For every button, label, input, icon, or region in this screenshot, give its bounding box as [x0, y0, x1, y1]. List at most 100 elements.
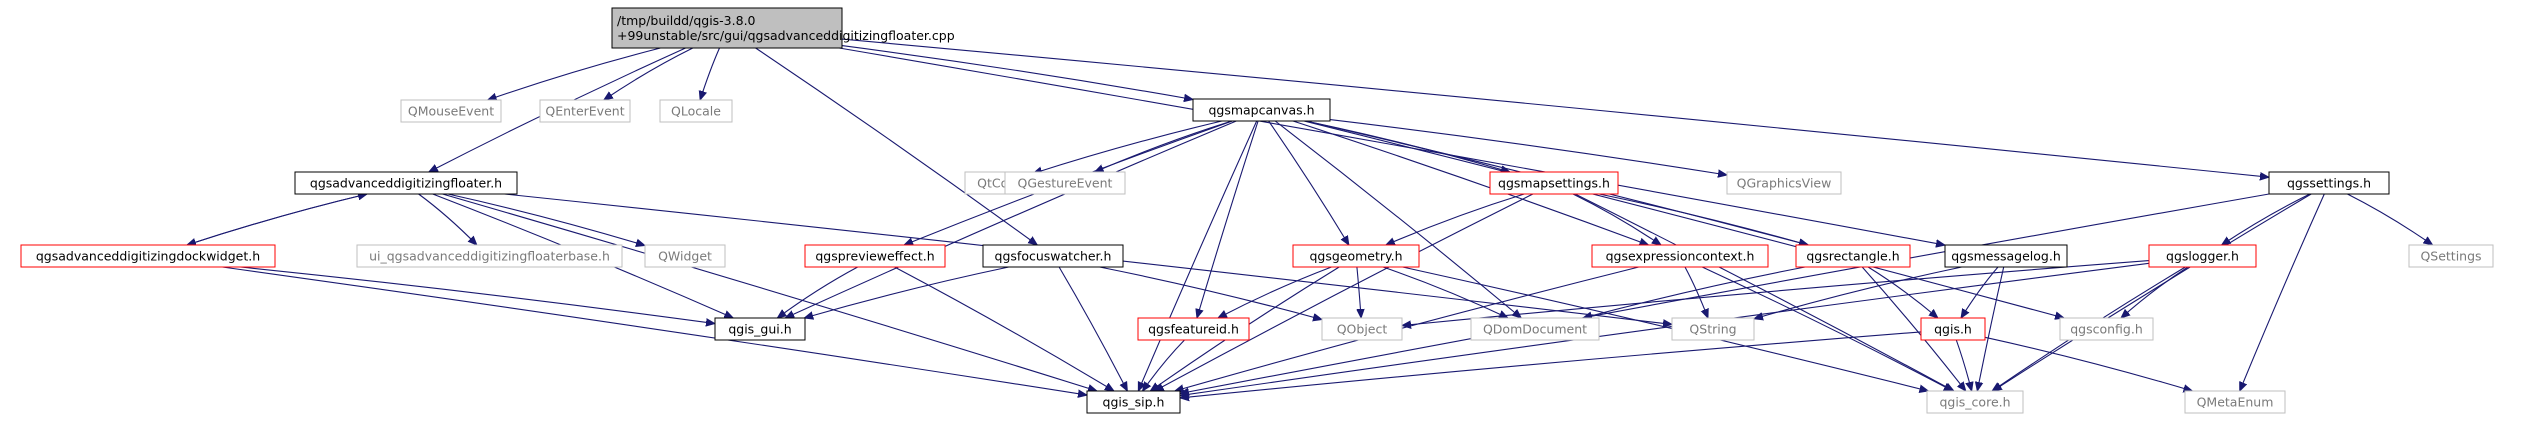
node-qmetaenum[interactable]: QMetaEnum: [2184, 390, 2286, 414]
node-qdomdocument[interactable]: QDomDocument: [1470, 317, 1600, 341]
node-uifloaterbase-label: ui_qgsadvanceddigitizingfloaterbase.h: [369, 249, 610, 264]
node-qgsfeatureid-box: [1137, 317, 1250, 341]
node-qstring[interactable]: QString: [1671, 317, 1755, 341]
edge-qgssettings-to-qgslogger: [2222, 193, 2311, 245]
node-qgsmapcanvas[interactable]: qgsmapcanvas.h: [1192, 98, 1331, 122]
edge-qgsmapcanvas-to-qgissip: [1137, 120, 1258, 391]
edge-qgsfocuswatcher-to-qgissip: [1058, 266, 1127, 391]
node-qgsadvdock[interactable]: qgsadvanceddigitizingdockwidget.h: [20, 244, 276, 268]
node-qgisgui-label: qgis_gui.h: [728, 322, 791, 337]
edge-qgsmapsettings-to-qgsgeometry: [1386, 193, 1525, 246]
edge-qgsmessagelog-to-qgish: [1961, 266, 1999, 318]
edge-qgsmapcanvas-to-qgsfeatureid: [1197, 120, 1259, 318]
node-qgsmapsettings-label: qgsmapsettings.h: [1498, 176, 1610, 191]
node-qgsfocuswatcher[interactable]: qgsfocuswatcher.h: [982, 244, 1124, 268]
node-qgissip[interactable]: qgis_sip.h: [1086, 390, 1181, 414]
node-qgspreview[interactable]: qgspreviewеffect.h: [804, 244, 946, 268]
node-qmouseevent-label: QMouseEvent: [408, 104, 494, 119]
node-qenterevent-box: [539, 99, 631, 123]
node-qgsconfig[interactable]: qgsconfig.h: [2059, 317, 2154, 341]
node-qgsfocuswatcher-label: qgsfocuswatcher.h: [995, 249, 1112, 264]
node-qgish[interactable]: qgis.h: [1920, 317, 1986, 341]
node-qobject-box: [1321, 317, 1403, 341]
edge-qgsexpressioncontext-to-qstring: [1684, 266, 1708, 318]
node-qgisgui[interactable]: qgis_gui.h: [714, 317, 806, 341]
node-qgsfeatureid-label: qgsfeatureid.h: [1148, 322, 1239, 337]
edge-qgsrectangle-to-qgiscore: [1861, 266, 1966, 391]
node-qgssettings[interactable]: qgssettings.h: [2268, 171, 2390, 195]
edge-root-to-qgsmessagelog: [839, 47, 1945, 245]
node-qmetaenum-box: [2184, 390, 2286, 414]
node-qgssettings-box: [2268, 171, 2390, 195]
node-qgsadvdock-label: qgsadvanceddigitizingdockwidget.h: [36, 249, 260, 264]
node-qsettings-label: QSettings: [2420, 249, 2481, 264]
node-qsettings-box: [2408, 244, 2494, 268]
edge-qgsmapcanvas-to-qgsconfig: [1303, 120, 2064, 318]
edge-qgspreview-to-qgissip: [894, 266, 1115, 391]
node-root-label: /tmp/buildd/qgis-3.8.0: [617, 13, 756, 28]
node-qobject-label: QObject: [1337, 322, 1388, 337]
node-qwidget-box: [644, 244, 726, 268]
edge-qgsfeatureid-to-qgissip: [1143, 339, 1185, 391]
edge-qgsfocuswatcher-to-qobject: [1099, 266, 1322, 320]
node-qgsrectangle[interactable]: qgsrectangle.h: [1795, 244, 1911, 268]
edge-qgssettings-to-qgissip: [1180, 193, 2270, 394]
node-qwidget[interactable]: QWidget: [644, 244, 726, 268]
node-qgraphicsview[interactable]: QGraphicsView: [1726, 171, 1842, 195]
node-qgsadvfloater[interactable]: qgsadvanceddigitizingfloater.h: [294, 171, 518, 195]
edge-qgsmapcanvas-to-qgisgui: [785, 120, 1237, 319]
edge-qgish-to-qgiscore: [1955, 339, 1971, 391]
node-qmouseevent-box: [400, 99, 502, 123]
node-qgsmessagelog-label: qgsmessagelog.h: [1951, 249, 2061, 264]
node-qgestureevent-box: [1004, 171, 1126, 195]
edge-qgsgeometry-to-qdomdocument: [1382, 266, 1508, 319]
node-qdomdocument-label: QDomDocument: [1483, 322, 1587, 337]
edge-qgssettings-to-qsettings: [2347, 193, 2432, 245]
edge-root-to-qgsfocuswatcher: [755, 47, 1038, 245]
node-root-box: [611, 7, 843, 49]
edge-qgsmapcanvas-to-qtcore: [1033, 120, 1223, 174]
node-qgsconfig-label: qgsconfig.h: [2070, 322, 2143, 337]
node-uifloaterbase[interactable]: ui_qgsadvanceddigitizingfloaterbase.h: [356, 244, 623, 268]
node-qgiscore-label: qgis_core.h: [1939, 395, 2010, 410]
edge-qgslogger-to-qobject: [1402, 260, 2150, 326]
node-root[interactable]: /tmp/buildd/qgis-3.8.0+99unstable/src/gu…: [611, 7, 955, 49]
edge-qgsmapsettings-to-qgsexpressioncontext: [1572, 193, 1661, 245]
node-qgsfeatureid[interactable]: qgsfeatureid.h: [1137, 317, 1250, 341]
edge-qgsrectangle-to-qgish: [1867, 266, 1938, 318]
node-qgsmessagelog-box: [1944, 244, 2068, 268]
node-qgestureevent[interactable]: QGestureEvent: [1004, 171, 1126, 195]
node-qgsmessagelog[interactable]: qgsmessagelog.h: [1944, 244, 2068, 268]
node-qgiscore-box: [1926, 390, 2024, 414]
node-qgsmapsettings-box: [1489, 171, 1619, 195]
node-qgsgeometry[interactable]: qgsgeometry.h: [1292, 244, 1420, 268]
edge-qgsfocuswatcher-to-qgisgui: [804, 266, 1009, 318]
node-qmouseevent[interactable]: QMouseEvent: [400, 99, 502, 123]
node-qsettings[interactable]: QSettings: [2408, 244, 2494, 268]
node-qgslogger[interactable]: qgslogger.h: [2148, 244, 2257, 268]
node-qgsgeometry-label: qgsgeometry.h: [1309, 249, 1402, 264]
node-qgsconfig-box: [2059, 317, 2154, 341]
edge-qgsadvfloater-to-uifloaterbase: [418, 193, 477, 245]
node-qgspreview-box: [804, 244, 946, 268]
edge-qgsadvfloater-to-qgissip: [442, 193, 1098, 391]
node-qlocale[interactable]: QLocale: [659, 99, 733, 123]
edge-qgsadvdock-to-qgisgui: [240, 266, 715, 324]
node-qobject[interactable]: QObject: [1321, 317, 1403, 341]
edge-qgslogger-to-qgissip: [1180, 262, 2150, 395]
edge-qgsmapsettings-to-qgsrectangle: [1598, 193, 1808, 245]
edge-qgsmapsettings-to-qgissip: [1155, 193, 1534, 391]
node-qgiscore[interactable]: qgis_core.h: [1926, 390, 2024, 414]
edge-qgssettings-to-qgiscore: [1993, 193, 2312, 391]
node-qgsexpressioncontext-box: [1591, 244, 1769, 268]
node-qgraphicsview-label: QGraphicsView: [1737, 176, 1832, 191]
node-qenterevent[interactable]: QEnterEvent: [539, 99, 631, 123]
node-qgsfocuswatcher-box: [982, 244, 1124, 268]
node-qgsmapsettings[interactable]: qgsmapsettings.h: [1489, 171, 1619, 195]
node-qgsexpressioncontext[interactable]: qgsexpressioncontext.h: [1591, 244, 1769, 268]
node-qgestureevent-label: QGestureEvent: [1018, 176, 1113, 191]
edge-qgish-to-qgissip: [1180, 331, 1922, 398]
node-qenterevent-label: QEnterEvent: [545, 104, 624, 119]
node-qgish-box: [1920, 317, 1986, 341]
